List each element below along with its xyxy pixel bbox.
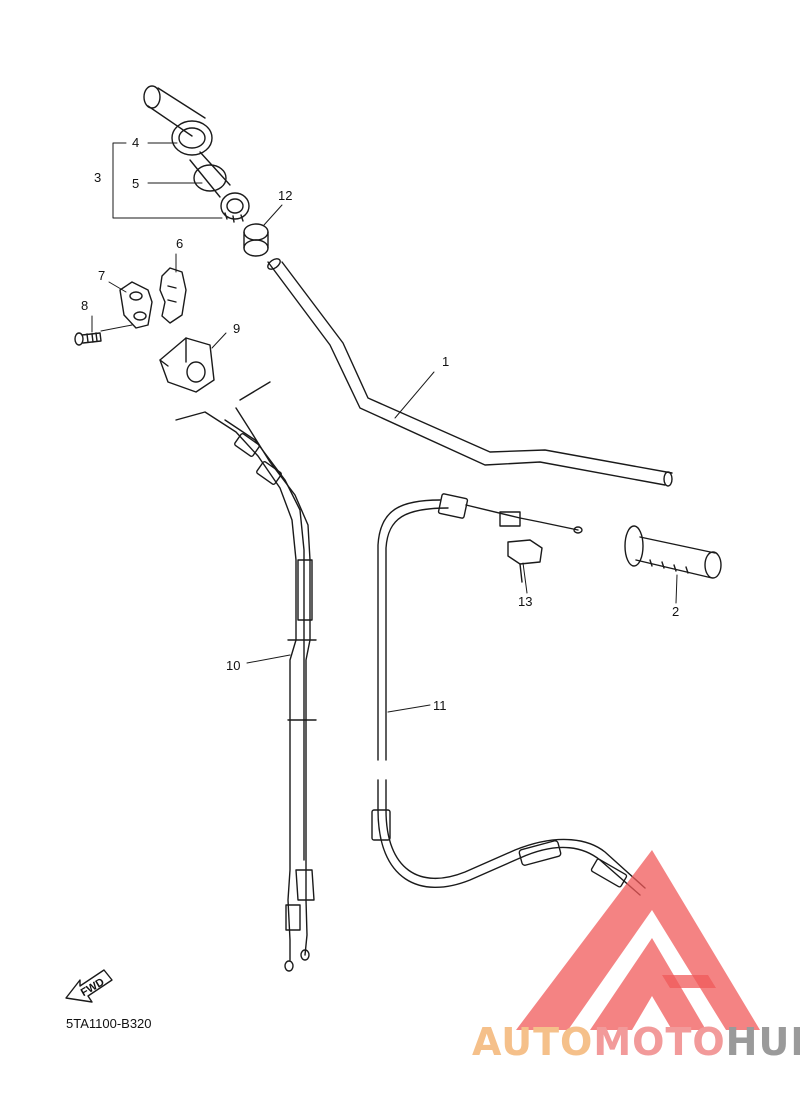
collar <box>243 223 269 257</box>
holder <box>159 337 215 393</box>
clamp <box>119 281 153 329</box>
watermark-text-auto: AUTO <box>472 1020 594 1064</box>
callout-10: 10 <box>226 658 240 673</box>
left-grip-assembly <box>143 85 250 223</box>
throttle-cables <box>175 381 317 972</box>
cable-adjuster <box>507 539 543 583</box>
clutch-cable <box>371 493 646 896</box>
upper-clamp <box>159 267 187 324</box>
callout-13: 13 <box>518 594 532 609</box>
callout-11: 11 <box>433 698 447 713</box>
callout-6: 6 <box>176 236 183 251</box>
callout-8: 8 <box>81 298 88 313</box>
right-grip <box>624 525 722 579</box>
watermark-text-moto: MOTO <box>593 1020 726 1064</box>
callout-1: 1 <box>442 354 449 369</box>
callout-3: 3 <box>94 170 101 185</box>
callout-5: 5 <box>132 176 139 191</box>
callout-7: 7 <box>98 268 105 283</box>
callout-2: 2 <box>672 604 679 619</box>
watermark-text-hub: HUB <box>725 1020 800 1064</box>
drawing-code: 5TA1100-B320 <box>66 1016 152 1031</box>
watermark-text: AUTOMOTOHUB <box>472 1020 800 1064</box>
callout-9: 9 <box>233 321 240 336</box>
callout-4: 4 <box>132 135 139 150</box>
callout-12: 12 <box>278 188 292 203</box>
leader-lines <box>91 142 678 713</box>
fwd-label: FWD <box>79 976 107 999</box>
fwd-arrow-icon <box>65 969 113 1003</box>
bolt <box>74 332 102 346</box>
handlebar <box>267 258 673 487</box>
watermark-logo-icon <box>516 850 760 1030</box>
